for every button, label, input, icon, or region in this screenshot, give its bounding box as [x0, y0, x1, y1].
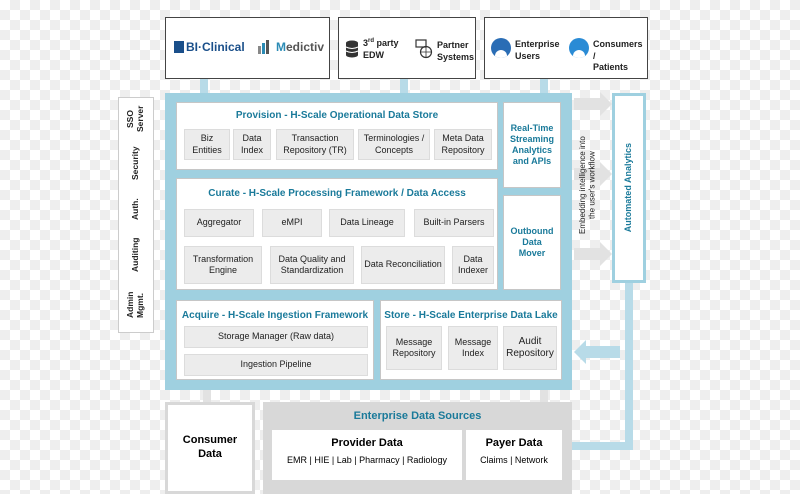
provision-cell: Data Index: [233, 129, 271, 160]
side-label-admin: Admin Mgmt.: [125, 291, 145, 319]
bi-clinical-logo: BI·Clinical: [174, 40, 245, 54]
analytics-connector: [561, 442, 633, 450]
realtime-label: Real-Time Streaming Analytics and APIs: [509, 122, 554, 167]
edw-line1-post: party: [374, 38, 399, 48]
bi-clinical-icon: [174, 41, 184, 53]
users-icon: [491, 38, 511, 58]
provision-title: Provision - H-Scale Operational Data Sto…: [235, 110, 439, 121]
curate-cell: Data Indexer: [452, 246, 494, 284]
edw-line1-pre: 3: [363, 38, 369, 48]
provision-cell: Transaction Repository (TR): [276, 129, 354, 160]
network-icon: [415, 39, 433, 59]
store-cell: Audit Repository: [503, 326, 557, 370]
edw-sup: rd: [368, 38, 375, 44]
curate-cell: Built-in Parsers: [414, 209, 494, 237]
bar-chart-icon: [258, 40, 269, 54]
connector: [400, 79, 408, 93]
partner-line1: Partner: [437, 40, 469, 50]
connector: [200, 79, 208, 93]
automated-analytics-label: Automated Analytics: [623, 143, 634, 233]
realtime-panel: Real-Time Streaming Analytics and APIs: [503, 102, 561, 188]
acquire-cell: Storage Manager (Raw data): [184, 326, 368, 348]
provider-data-items: EMR | HIE | Lab | Pharmacy | Radiology: [287, 455, 447, 465]
medictiv-m: M: [276, 40, 286, 54]
provider-data-box: Provider Data EMR | HIE | Lab | Pharmacy…: [272, 430, 462, 480]
enterprise-users-label: Enterprise Users: [515, 39, 560, 62]
store-cell: Message Index: [448, 326, 498, 370]
curate-title: Curate - H-Scale Processing Framework / …: [208, 188, 466, 199]
provision-cell: Terminologies / Concepts: [358, 129, 430, 160]
side-label-auth: Auth.: [130, 198, 141, 220]
enterprise-line1: Enterprise: [515, 39, 560, 49]
acquire-cell: Ingestion Pipeline: [184, 354, 368, 376]
partner-line2: Systems: [437, 51, 475, 62]
consumers-line2: Patients: [593, 62, 629, 73]
embedding-label: Embedding intelligence into the user's w…: [578, 136, 597, 234]
edw-line2: EDW: [363, 49, 384, 60]
side-label-auditing: Auditing: [130, 237, 141, 273]
store-title: Store - H-Scale Enterprise Data Lake: [384, 310, 558, 321]
third-party-box: 3rd party EDW Partner Systems: [338, 17, 476, 79]
payer-data-title: Payer Data: [485, 437, 543, 449]
consumer-data-label: Consumer Data: [182, 434, 238, 460]
payer-data-box: Payer Data Claims | Network: [466, 430, 562, 480]
patients-icon: [569, 38, 589, 58]
curate-cell: Aggregator: [184, 209, 254, 237]
bi-clinical-text: BI·Clinical: [186, 40, 245, 54]
connector: [203, 390, 211, 402]
edw-label: 3rd party EDW: [363, 38, 399, 61]
consumers-label: Consumers / Patients: [593, 39, 647, 74]
cross-cutting-services: [118, 97, 154, 333]
database-icon: [345, 40, 359, 58]
automated-analytics-bar: Automated Analytics: [612, 93, 646, 283]
partner-label: Partner Systems: [437, 40, 474, 63]
flow-arrows: [574, 92, 620, 364]
curate-cell: Transformation Engine: [184, 246, 262, 284]
users-box: Enterprise Users Consumers / Patients: [484, 17, 648, 79]
connector: [540, 79, 548, 93]
outbound-label: Outbound Data Mover: [510, 225, 554, 259]
connector: [540, 390, 548, 402]
outbound-panel: Outbound Data Mover: [503, 195, 561, 290]
store-cell: Message Repository: [386, 326, 442, 370]
curate-cell: Data Quality and Standardization: [270, 246, 354, 284]
enterprise-sources-title: Enterprise Data Sources: [353, 410, 482, 422]
provision-cell: Biz Entities: [184, 129, 230, 160]
consumer-data-box: Consumer Data: [165, 402, 255, 494]
analytics-connector: [625, 283, 633, 448]
curate-cell: eMPI: [262, 209, 322, 237]
medictiv-rest: edictiv: [286, 40, 325, 54]
acquire-title: Acquire - H-Scale Ingestion Framework: [181, 310, 369, 321]
provider-data-title: Provider Data: [331, 437, 403, 449]
provision-cell: Meta Data Repository: [434, 129, 492, 160]
payer-data-items: Claims | Network: [480, 455, 548, 465]
enterprise-line2: Users: [515, 50, 541, 61]
consumers-line1: Consumers /: [593, 39, 643, 61]
curate-cell: Data Reconciliation: [361, 246, 445, 284]
side-label-security: Security: [130, 146, 141, 180]
side-label-sso: SSO Server: [125, 105, 145, 133]
curate-cell: Data Lineage: [329, 209, 405, 237]
